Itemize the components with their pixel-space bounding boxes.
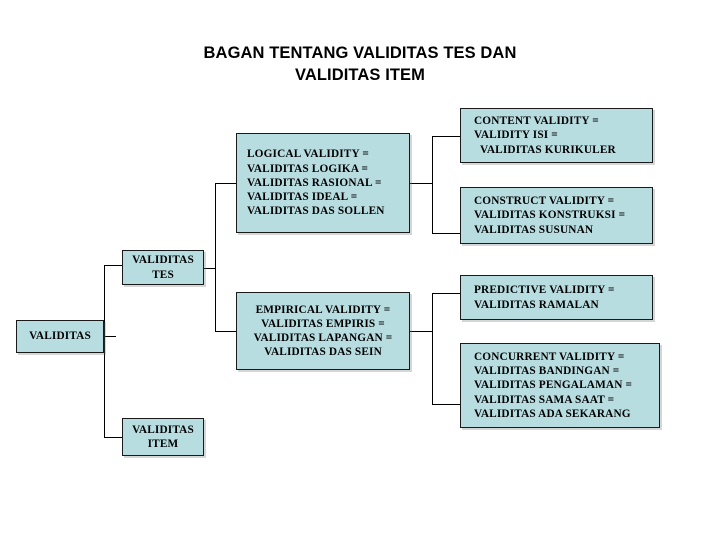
node-line: VALIDITAS ADA SEKARANG — [474, 407, 631, 420]
node-line: ITEM — [147, 438, 179, 450]
node-line: TES — [152, 268, 174, 281]
connector-root-spine — [104, 265, 105, 437]
node-line: EMPIRICAL VALIDITY = — [255, 303, 391, 316]
node-line: VALIDITAS BANDINGAN = — [474, 365, 620, 378]
connector-empirical-to-concurrent — [432, 404, 460, 405]
connector-tes-stub — [204, 268, 216, 269]
node-validitas-root[interactable]: VALIDITAS — [16, 320, 104, 353]
node-predictive-validity[interactable]: PREDICTIVE VALIDITY = VALIDITAS RAMALAN — [460, 275, 653, 320]
node-line: VALIDITAS — [132, 254, 194, 267]
page-title-line-1: BAGAN TENTANG VALIDITAS TES DAN — [203, 44, 517, 62]
connector-empirical-stub — [410, 331, 433, 332]
node-line: PREDICTIVE VALIDITY = — [474, 284, 615, 297]
node-logical-validity[interactable]: LOGICAL VALIDITY = VALIDITAS LOGIKA = VA… — [236, 133, 410, 233]
connector-root-to-item — [104, 437, 122, 438]
connector-empirical-spine — [432, 293, 433, 405]
node-empirical-validity[interactable]: EMPIRICAL VALIDITY = VALIDITAS EMPIRIS =… — [236, 292, 410, 370]
connector-logical-to-content — [432, 136, 460, 137]
node-line: VALIDITAS DAS SEIN — [264, 346, 382, 359]
node-line: VALIDITAS KURIKULER — [480, 143, 616, 156]
node-line: VALIDITY ISI = — [474, 129, 558, 142]
node-line: VALIDITAS SUSUNAN — [474, 223, 594, 236]
node-line: VALIDITAS DAS SOLLEN — [247, 205, 385, 218]
node-concurrent-validity[interactable]: CONCURRENT VALIDITY = VALIDITAS BANDINGA… — [460, 343, 660, 428]
node-validitas-item[interactable]: VALIDITAS ITEM — [122, 418, 204, 456]
connector-logical-to-construct — [432, 233, 460, 234]
node-line: VALIDITAS LOGIKA = — [247, 162, 369, 175]
node-line: VALIDITAS IDEAL = — [247, 191, 358, 204]
connector-root-stub — [104, 336, 116, 337]
node-line: VALIDITAS RAMALAN — [474, 298, 599, 311]
connector-logical-spine — [432, 136, 433, 234]
connector-empirical-to-predictive — [432, 293, 460, 294]
connector-logical-stub — [410, 183, 433, 184]
node-line: CONCURRENT VALIDITY = — [474, 350, 625, 363]
node-validitas-tes[interactable]: VALIDITAS TES — [122, 250, 204, 285]
connector-tes-spine — [215, 183, 216, 332]
connector-tes-to-logical — [215, 183, 236, 184]
node-line: VALIDITAS LAPANGAN = — [253, 332, 393, 344]
node-line: VALIDITAS PENGALAMAN = — [474, 379, 633, 392]
node-line: LOGICAL VALIDITY = — [247, 148, 369, 161]
node-line: VALIDITAS RASIONAL = — [247, 176, 382, 189]
connector-root-to-tes — [104, 265, 122, 266]
node-line: VALIDITAS — [29, 330, 91, 343]
connector-tes-to-empirical — [215, 331, 236, 332]
page-title-line-2: VALIDITAS ITEM — [294, 66, 426, 84]
node-construct-validity[interactable]: CONSTRUCT VALIDITY = VALIDITAS KONSTRUKS… — [460, 187, 653, 244]
node-line: CONSTRUCT VALIDITY = — [474, 195, 615, 208]
node-line: VALIDITAS KONSTRUKSI = — [474, 209, 626, 222]
node-line: VALIDITAS EMPIRIS = — [261, 317, 385, 330]
page-title: BAGAN TENTANG VALIDITAS TES DAN VALIDITA… — [110, 42, 610, 86]
node-line: VALIDITAS — [132, 423, 194, 436]
node-content-validity[interactable]: CONTENT VALIDITY = VALIDITY ISI = VALIDI… — [460, 108, 653, 163]
node-line: CONTENT VALIDITY = — [474, 115, 599, 128]
node-line: VALIDITAS SAMA SAAT = — [474, 393, 615, 406]
